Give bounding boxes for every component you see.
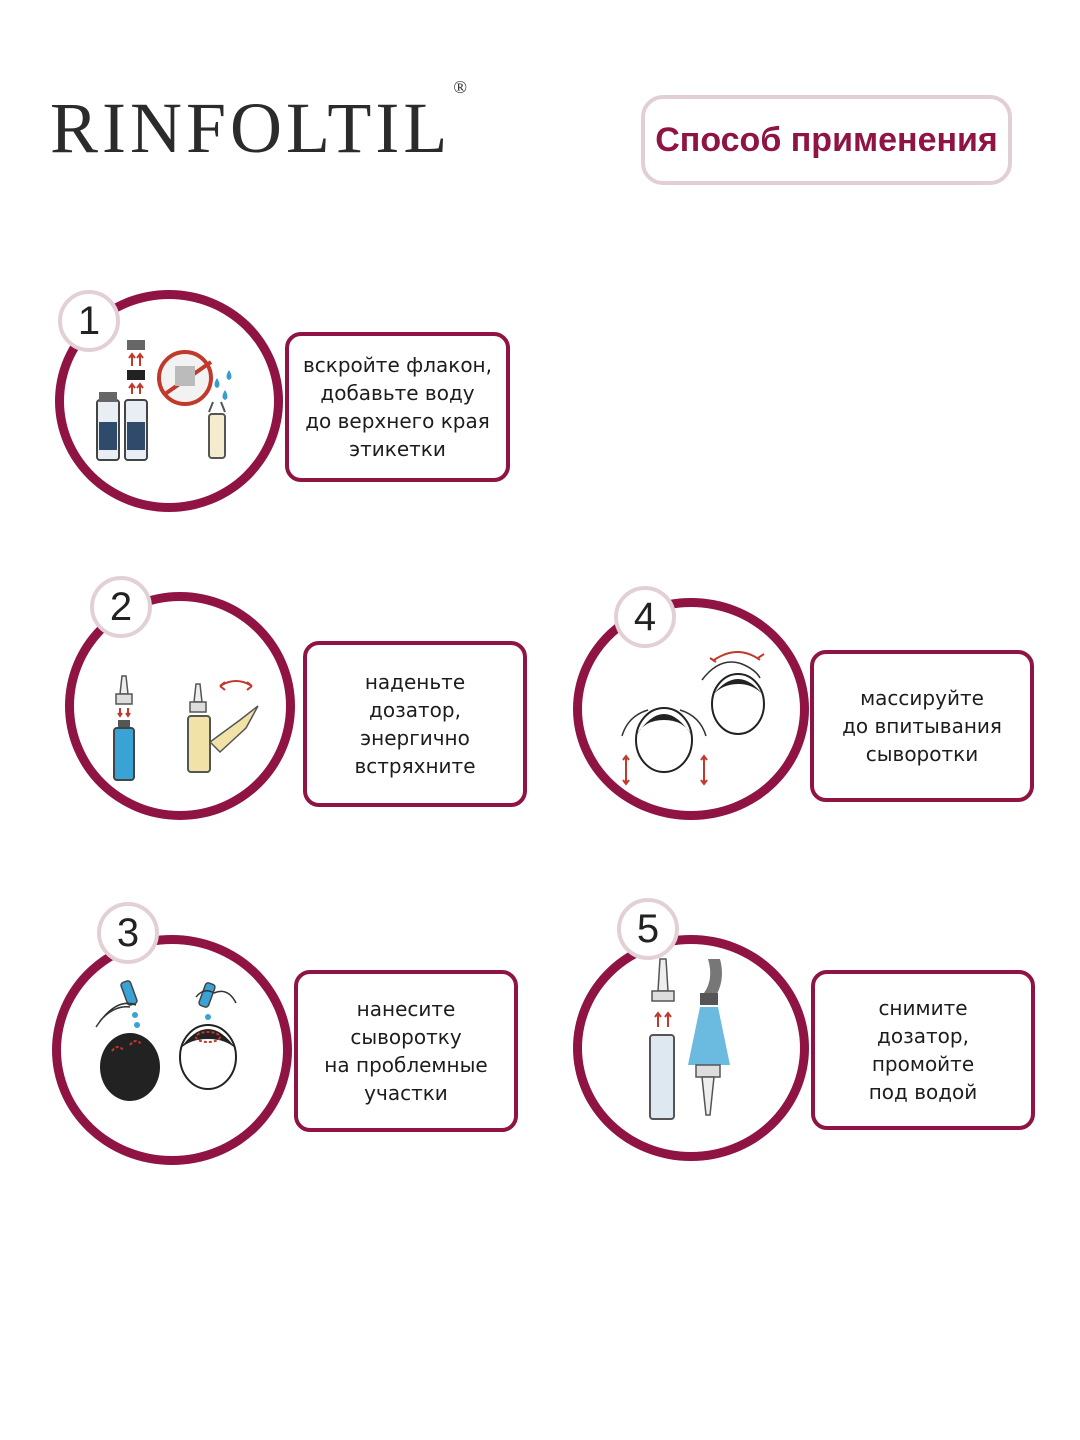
step-3-line-2: сыворотку <box>350 1025 462 1049</box>
step-3-circle <box>52 935 292 1165</box>
dispenser-shake-icon <box>113 675 259 781</box>
step-2-line-3: энергично <box>360 726 470 750</box>
rinse-dispenser-icon <box>649 958 730 1120</box>
step-3-line-4: участки <box>364 1081 448 1105</box>
step-2-line-4: встряхните <box>354 754 476 778</box>
page-title: Способ применения <box>641 95 1012 185</box>
step-5-line-4: под водой <box>868 1080 978 1104</box>
step-1-line-2: добавьте воду <box>320 381 475 405</box>
step-1-line-1: вскройте флакон, <box>303 353 492 377</box>
massage-head-icon <box>621 651 765 786</box>
vial-open-add-water-icon <box>96 340 232 461</box>
step-5-line-1: снимите <box>878 996 968 1020</box>
step-1-number: 1 <box>58 290 120 352</box>
brand-logo: RINFOLTIL® <box>50 78 467 164</box>
step-4-number: 4 <box>614 586 676 648</box>
brand-name: RINFOLTIL <box>50 88 452 168</box>
step-2-line-2: дозатор, <box>369 698 461 722</box>
step-5-text: снимите дозатор, промойте под водой <box>811 970 1035 1130</box>
step-5-circle <box>573 935 809 1161</box>
step-2-line-1: наденьте <box>364 670 466 694</box>
step-3-line-1: нанесите <box>356 997 456 1021</box>
step-3-number: 3 <box>97 902 159 964</box>
step-5-line-3: промойте <box>871 1052 975 1076</box>
step-4-line-3: сыворотки <box>865 742 979 766</box>
step-4-text: массируйте до впитывания сыворотки <box>810 650 1034 802</box>
step-5-line-2: дозатор, <box>877 1024 969 1048</box>
step-3-text: нанесите сыворотку на проблемные участки <box>294 970 518 1132</box>
step-5-number: 5 <box>617 898 679 960</box>
step-4-circle <box>573 598 809 820</box>
apply-serum-head-icon <box>95 980 237 1101</box>
step-2-text: наденьте дозатор, энергично встряхните <box>303 641 527 807</box>
registered-mark: ® <box>453 77 468 97</box>
step-1-line-3: до верхнего края <box>305 409 490 433</box>
step-1-line-4: этикетки <box>349 437 446 461</box>
step-4-line-1: массируйте <box>860 686 984 710</box>
step-2-number: 2 <box>90 576 152 638</box>
step-4-line-2: до впитывания <box>842 714 1002 738</box>
step-3-line-3: на проблемные <box>324 1053 488 1077</box>
step-1-text: вскройте флакон, добавьте воду до верхне… <box>285 332 510 482</box>
